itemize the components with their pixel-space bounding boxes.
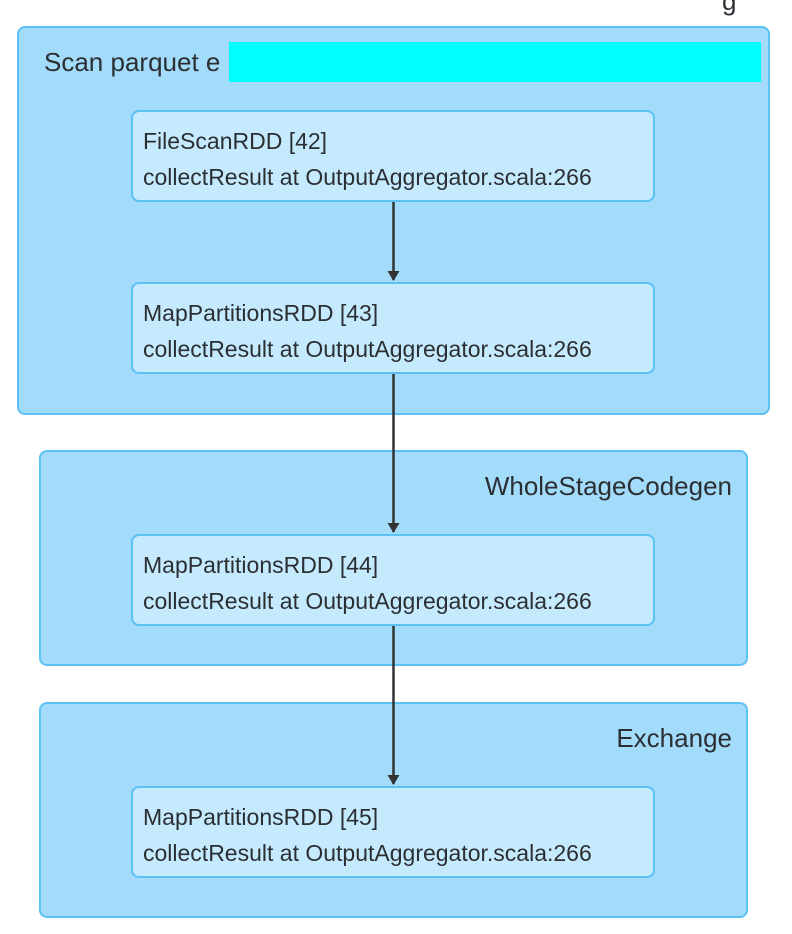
cluster-label-scan-parquet: Scan parquet e — [44, 47, 221, 77]
rdd-node-name: MapPartitionsRDD [44] — [143, 552, 379, 578]
rdd-node-callsite: collectResult at OutputAggregator.scala:… — [143, 336, 592, 362]
rdd-node-callsite: collectResult at OutputAggregator.scala:… — [143, 840, 592, 866]
rdd-node-name: MapPartitionsRDD [45] — [143, 804, 379, 830]
rdd-node-45[interactable]: MapPartitionsRDD [45] collectResult at O… — [131, 786, 655, 878]
cluster-label-wholestagecodegen: WholeStageCodegen — [484, 471, 732, 501]
cluster-label-exchange: Exchange — [616, 723, 732, 753]
rdd-node-42[interactable]: FileScanRDD [42] collectResult at Output… — [131, 110, 655, 202]
rdd-node-44[interactable]: MapPartitionsRDD [44] collectResult at O… — [131, 534, 655, 626]
rdd-node-callsite: collectResult at OutputAggregator.scala:… — [143, 164, 592, 190]
clipped-label-fragment: g — [722, 0, 737, 16]
rdd-node-name: MapPartitionsRDD [43] — [143, 300, 379, 326]
redaction-box — [229, 42, 761, 82]
rdd-node-name: FileScanRDD [42] — [143, 128, 328, 154]
rdd-node-43[interactable]: MapPartitionsRDD [43] collectResult at O… — [131, 282, 655, 374]
rdd-node-callsite: collectResult at OutputAggregator.scala:… — [143, 588, 592, 614]
